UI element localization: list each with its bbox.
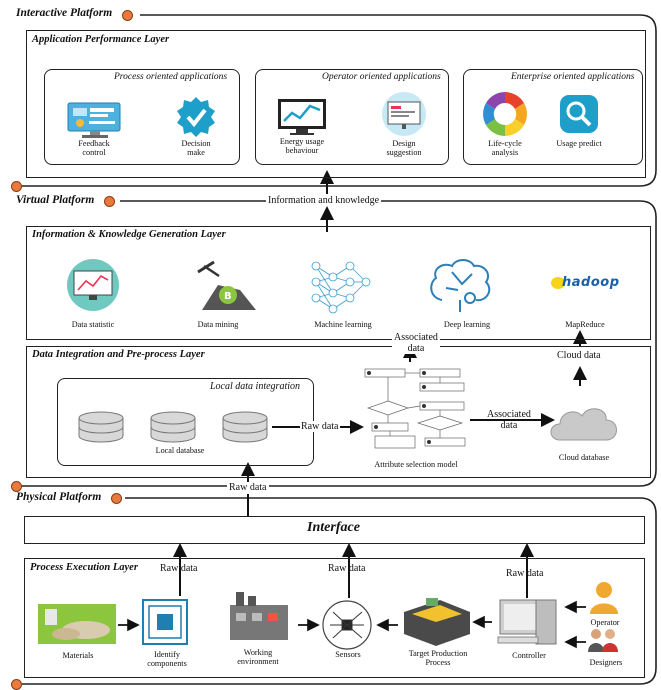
application-layer-box [26,30,646,178]
platform-marker-dot [104,196,115,207]
raw-data-local-label: Raw data [300,421,340,432]
integration-layer-box [26,346,651,478]
interface-box [24,516,645,544]
platform-marker-dot [11,679,22,690]
designers-label: Designers [589,658,623,667]
raw-data-physical-label: Raw data [227,482,269,493]
hadoop-logo-text: hadoop [562,275,620,290]
info-knowledge-flow-label: Information and knowledge [266,195,382,206]
physical-platform-title: Physical Platform [16,491,102,503]
knowledge-layer-box [26,226,651,340]
controller-label: Controller [512,651,546,660]
cloud-database-label: Cloud database [558,453,610,462]
app-group-operator [255,69,449,165]
platform-marker-dot [11,481,22,492]
knowledge-item-label: MapReduce [565,320,605,329]
process-layer-box [24,558,645,678]
app-group-process [44,69,240,165]
raw-data-controller-label: Raw data [506,568,544,579]
attribute-model-label: Attribute selection model [374,460,458,469]
operator-label: Operator [590,618,620,627]
materials-label: Materials [62,651,94,660]
sensors-label: Sensors [335,650,361,659]
process-layer-title: Process Execution Layer [30,562,138,573]
raw-data-sensors-label: Raw data [328,563,366,574]
app-group-enterprise [463,69,643,165]
platform-marker-dot [11,181,22,192]
application-layer-title: Application Performance Layer [32,34,170,45]
app-item-label: Usage predict [556,139,602,148]
app-group-title: Operator oriented applications [320,72,443,82]
knowledge-item-label: Data statistic [71,320,115,329]
app-group-title: Process oriented applications [112,72,230,82]
knowledge-layer-title: Information & Knowledge Generation Layer [32,229,226,240]
app-group-title: Enterprise oriented applications [509,72,637,82]
knowledge-item-label: Machine learning [314,320,372,329]
interface-title: Interface [307,520,360,535]
interactive-platform-title: Interactive Platform [16,7,113,19]
platform-marker-dot [111,493,122,504]
integration-layer-title: Data Integration and Pre-process Layer [32,349,205,360]
virtual-platform-title: Virtual Platform [16,194,95,206]
cloud-data-label: Cloud data [555,350,603,361]
knowledge-item-label: Data mining [197,320,239,329]
platform-marker-dot [122,10,133,21]
knowledge-item-label: Deep learning [443,320,491,329]
local-integration-title: Local data integration [210,381,300,392]
local-database-label: Local database [155,446,205,455]
raw-data-identify-label: Raw data [160,563,198,574]
